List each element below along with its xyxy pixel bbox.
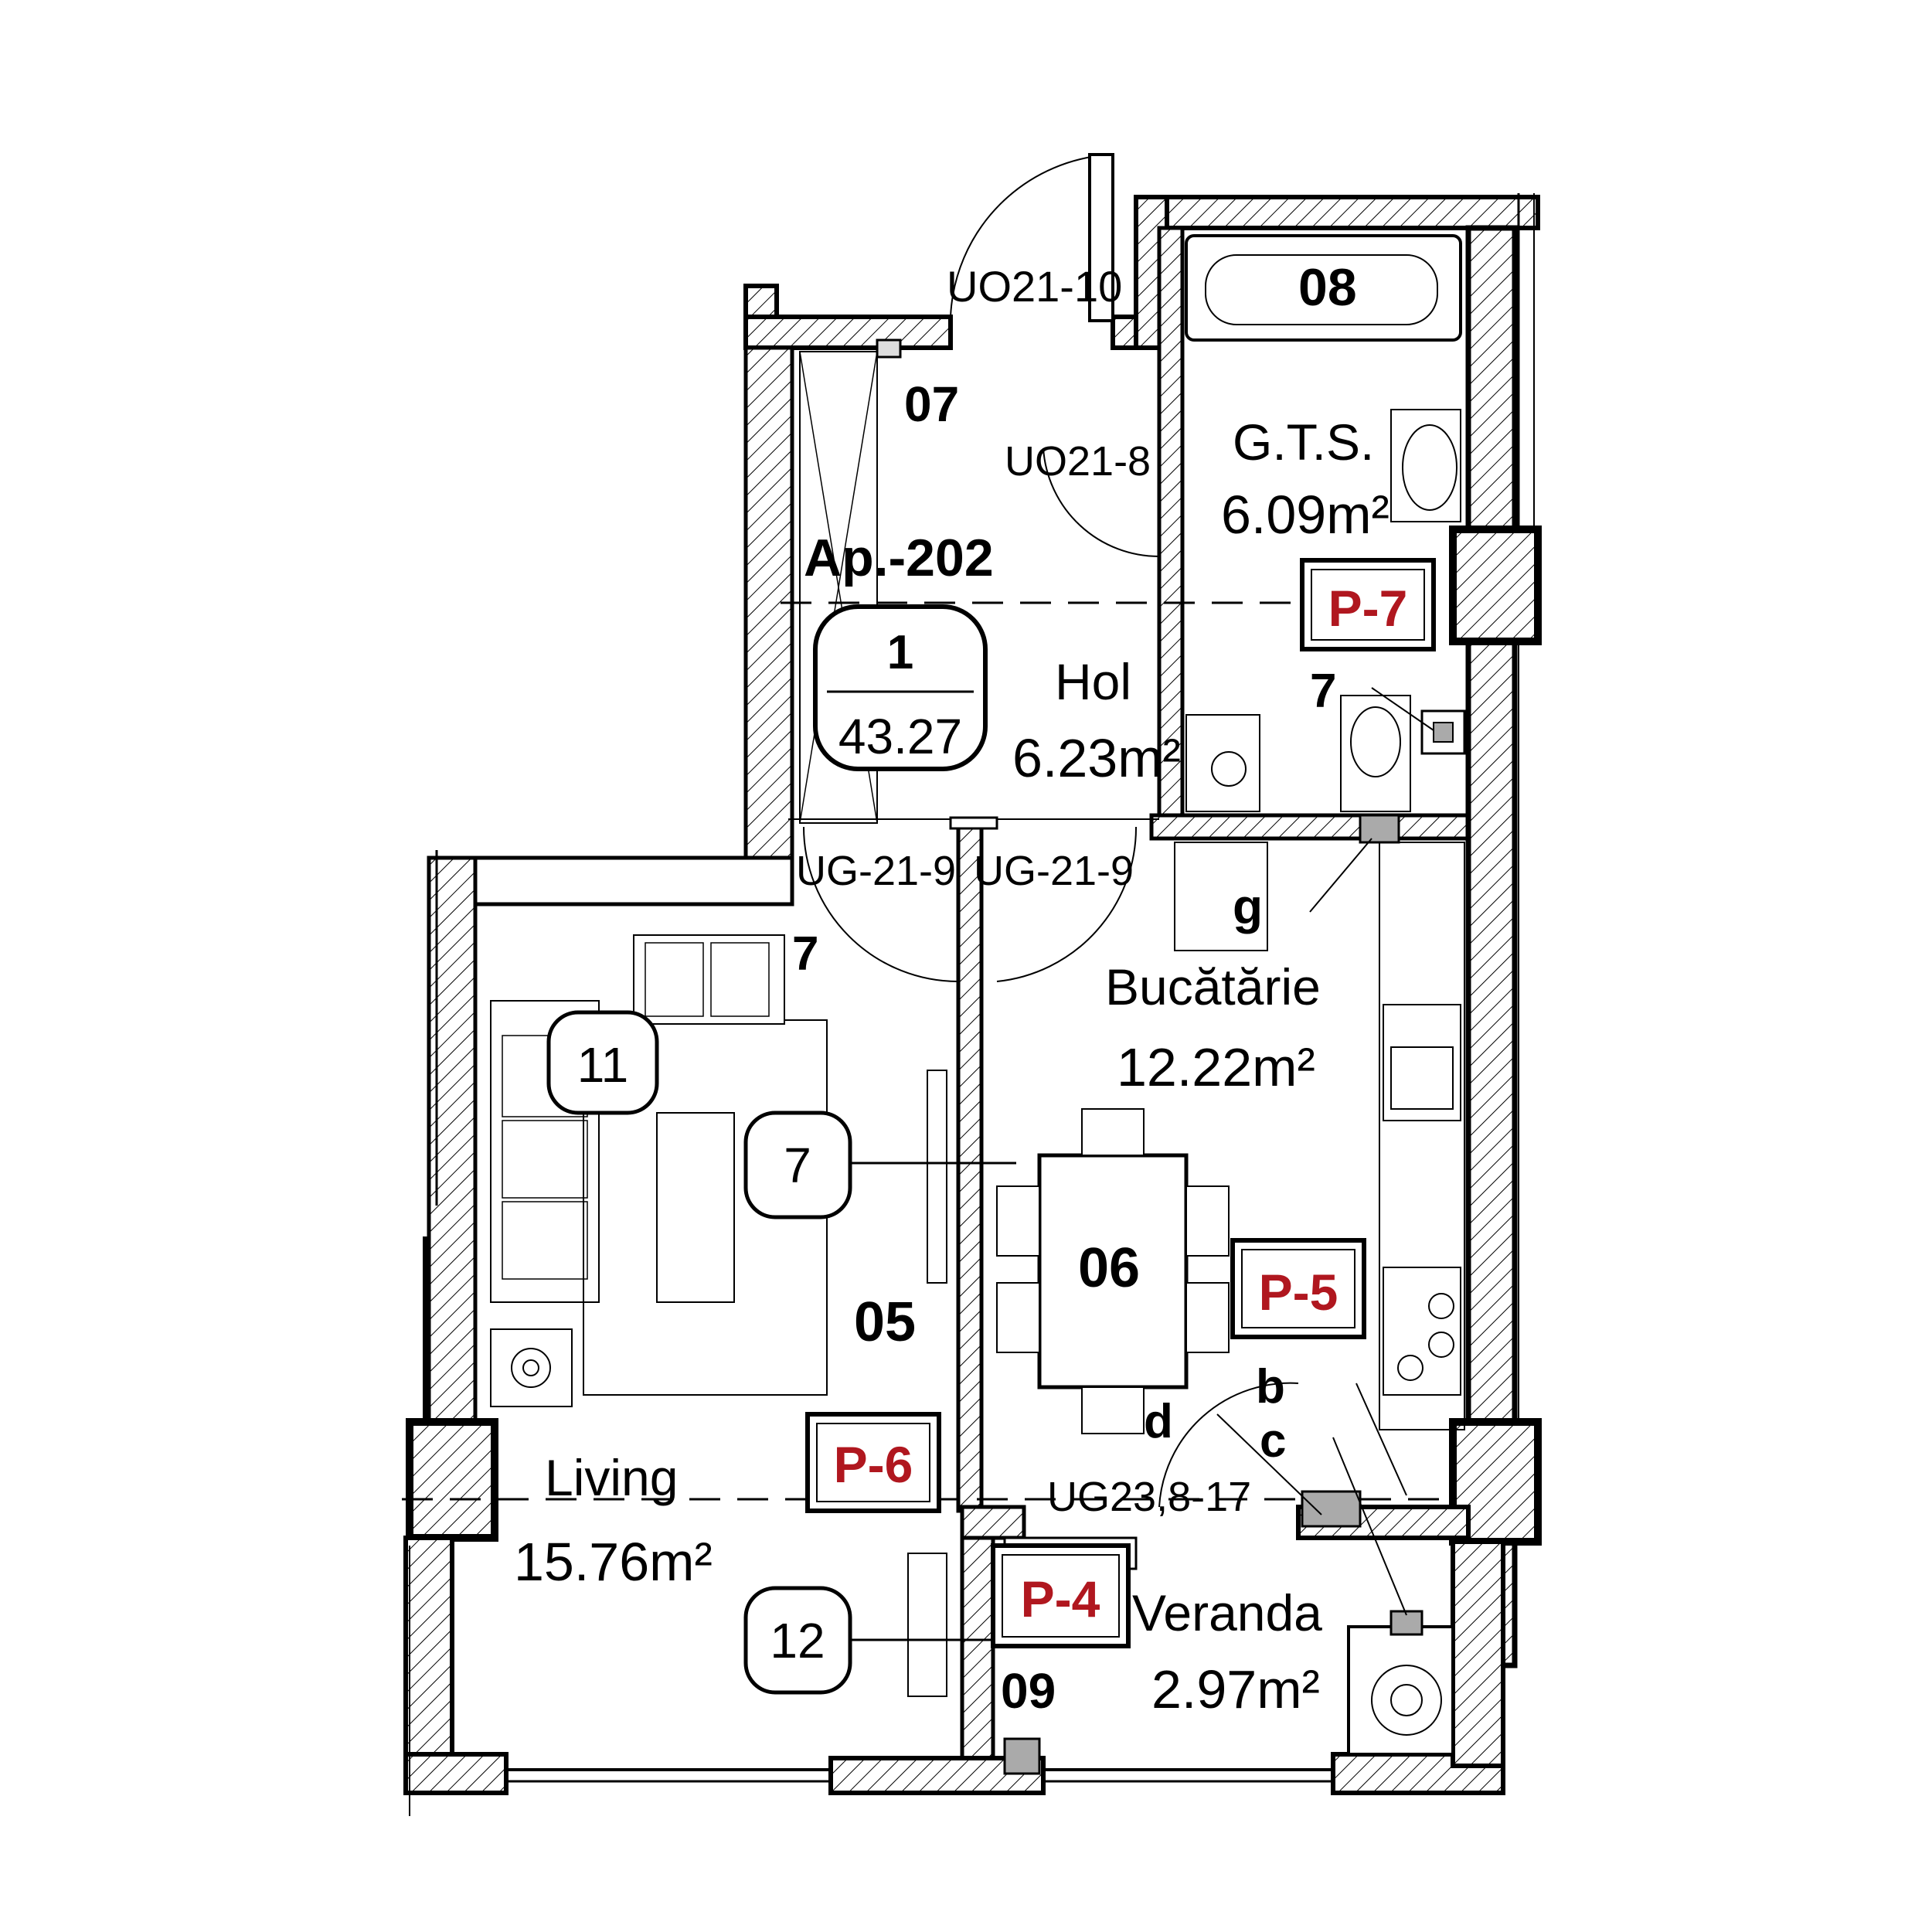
marker-b: b <box>1256 1360 1285 1413</box>
coffee-table <box>656 1112 735 1303</box>
dining-table <box>1037 1153 1189 1389</box>
markers: 1 43.27 11 7 12 <box>546 604 988 1695</box>
wall-living-top <box>473 855 794 906</box>
wall-veranda-top-left <box>960 1505 1026 1540</box>
door-bath-label: UO21-8 <box>1005 438 1151 485</box>
marker-d: d <box>1144 1395 1173 1448</box>
room-hol-area: 6.23m² <box>1012 728 1181 788</box>
door-living-label: UG-21-9 <box>796 848 956 894</box>
panel-tags: P-7 P-5 P-6 P-4 <box>805 558 1436 1648</box>
panel-p5: P-5 <box>1259 1264 1338 1321</box>
room-gts-number: 08 <box>1298 258 1357 317</box>
marker-7 <box>743 1111 852 1219</box>
column-left <box>406 1418 498 1542</box>
panel-p4: P-4 <box>1021 1570 1100 1628</box>
apartment-label: Ap.-202 <box>804 529 994 587</box>
wall-hol-left <box>743 345 794 891</box>
kitchen-fridge <box>1174 842 1268 951</box>
marker-7-label: 7 <box>784 1138 811 1193</box>
marker-12-label: 12 <box>770 1613 825 1668</box>
panel-p7-box <box>1300 558 1436 651</box>
apartment-badge <box>813 604 988 771</box>
marker-g: g <box>1233 879 1263 934</box>
room-bucatarie-number: 06 <box>1078 1237 1140 1299</box>
door-swings <box>788 153 1299 1508</box>
panel-p4-box <box>991 1543 1131 1648</box>
room-living-area: 15.76m² <box>514 1532 713 1592</box>
marker-n7-bath: 7 <box>1310 665 1336 718</box>
room-veranda-number: 09 <box>1001 1663 1056 1719</box>
entry-closet <box>799 351 878 824</box>
marker-11-label: 11 <box>577 1037 628 1093</box>
door-kitchen-label: UG-21-9 <box>974 848 1134 894</box>
kitchen-counter <box>1379 842 1465 1430</box>
tv-unit <box>927 1070 947 1284</box>
balcony-door-swing <box>1158 1382 1299 1508</box>
door-balcony-label: UG23,8-17 <box>1047 1474 1251 1520</box>
marker-n7-living: 7 <box>792 927 818 981</box>
room-hol-name: Hol <box>1055 653 1131 710</box>
entry-door-swing <box>950 154 1114 318</box>
walls <box>403 193 1542 1816</box>
marker-11 <box>546 1010 659 1115</box>
wall-bottom-left <box>403 1752 509 1795</box>
bathtub <box>1185 234 1462 342</box>
radiator-living <box>907 1553 947 1697</box>
marker-12 <box>743 1586 852 1695</box>
wall-veranda-right <box>1451 1539 1505 1768</box>
armchair <box>633 934 785 1025</box>
apartment-badge-bottom: 43.27 <box>838 709 962 764</box>
room-hol-number: 07 <box>904 376 959 432</box>
kitchen-door-swing <box>996 826 1138 982</box>
panel-p5-box <box>1230 1238 1366 1339</box>
room-bucatarie-name: Bucătărie <box>1105 958 1321 1015</box>
bath-door-swing <box>1043 447 1160 558</box>
room-veranda-area: 2.97m² <box>1151 1659 1320 1719</box>
marker-c: c <box>1260 1414 1286 1468</box>
room-bucatarie-area: 12.22m² <box>1117 1037 1315 1097</box>
wall-living-kitchen <box>956 821 984 1513</box>
washing-machine <box>1185 714 1260 812</box>
wall-gts-left <box>1157 226 1185 821</box>
wall-gts-bottom <box>1149 813 1471 841</box>
living-door-swing <box>803 826 959 982</box>
cooktop <box>1383 1267 1461 1396</box>
wall-top-left <box>743 315 953 350</box>
bath-sink <box>1390 409 1461 522</box>
wall-top-upper <box>1134 195 1540 230</box>
room-gts-area: 6.09m² <box>1221 485 1389 545</box>
column-right-top <box>1449 526 1542 645</box>
door-entry-label: UO21-10 <box>947 262 1122 311</box>
apartment-badge-top: 1 <box>887 626 913 679</box>
panel-p6: P-6 <box>834 1436 913 1493</box>
kitchen-sink <box>1383 1004 1461 1121</box>
room-living-number: 05 <box>854 1291 916 1353</box>
panel-p6-box <box>805 1412 941 1513</box>
section-lines <box>402 601 1453 1501</box>
wall-veranda-left <box>960 1505 995 1772</box>
panel-p7: P-7 <box>1328 580 1408 637</box>
labels: UO21-10 UO21-8 UG-21-9 UG-21-9 UG23,8-17… <box>514 258 1389 1719</box>
living-plant <box>490 1328 573 1407</box>
toilet <box>1340 695 1411 812</box>
room-gts-name: G.T.S. <box>1233 413 1374 471</box>
room-living-name: Living <box>545 1449 678 1506</box>
furniture <box>490 234 1466 1775</box>
room-veranda-name: Veranda <box>1132 1584 1322 1641</box>
